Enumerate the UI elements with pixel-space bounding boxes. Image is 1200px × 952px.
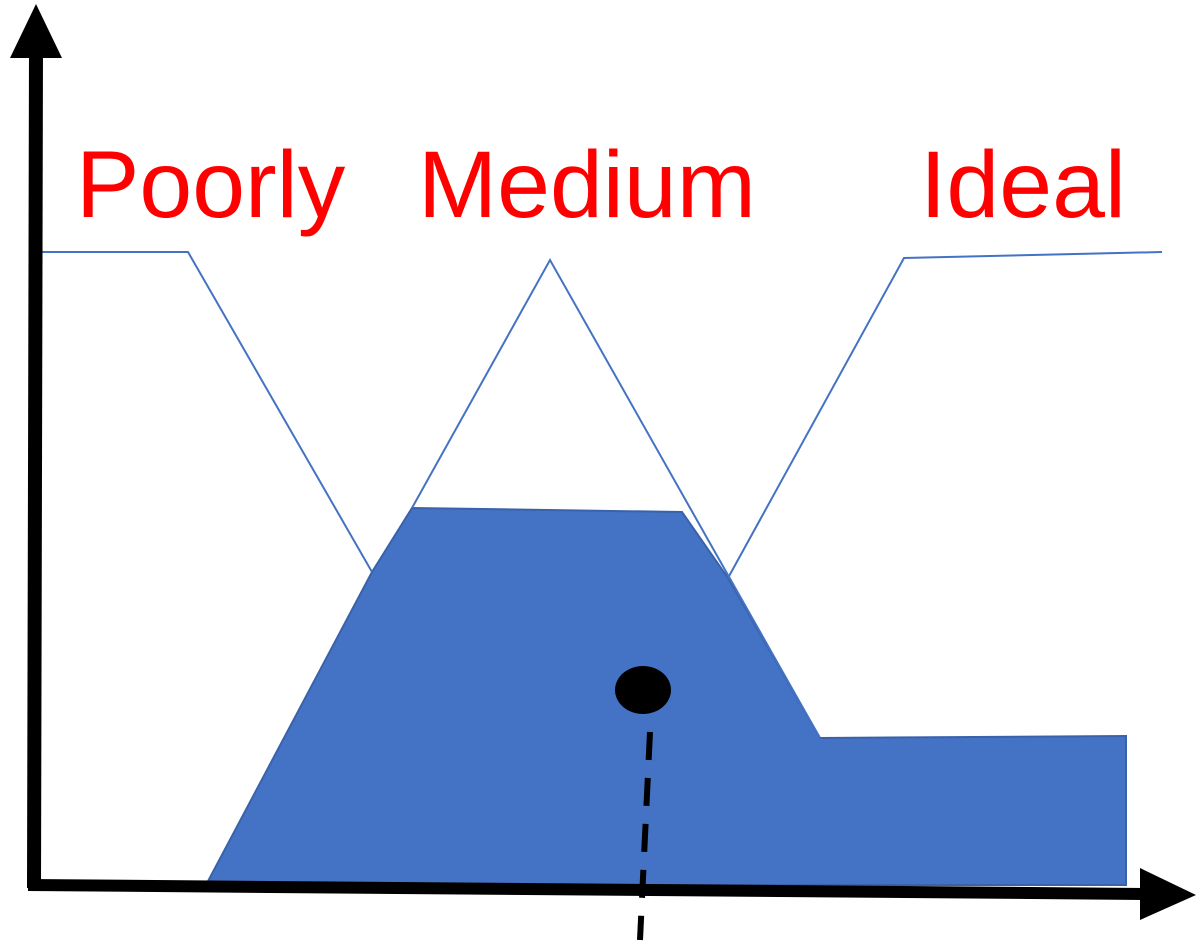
ideal-membership-line bbox=[727, 251, 1163, 579]
label-medium: Medium bbox=[418, 132, 756, 238]
medium-membership-line bbox=[411, 257, 821, 739]
poorly-membership-line bbox=[38, 251, 373, 573]
centroid-point bbox=[615, 666, 671, 714]
y-axis-line bbox=[27, 47, 43, 889]
y-axis-arrowhead bbox=[10, 4, 62, 58]
label-poorly: Poorly bbox=[76, 132, 346, 238]
label-ideal: Ideal bbox=[920, 132, 1127, 238]
centroid-dashed-line bbox=[637, 731, 653, 941]
x-axis-arrowhead bbox=[1140, 868, 1196, 920]
x-axis-line bbox=[27, 879, 1151, 900]
